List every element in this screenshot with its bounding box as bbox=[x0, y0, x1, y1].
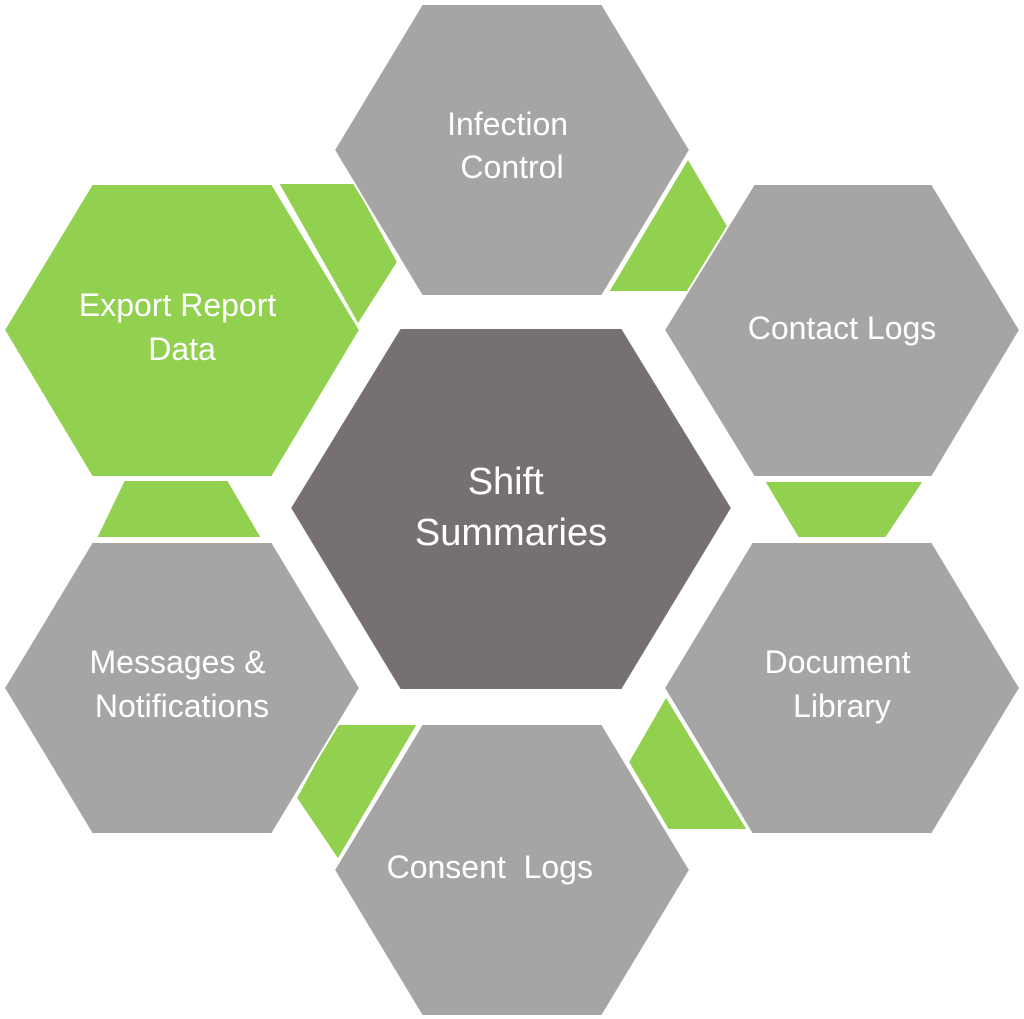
hexagon-export-report-data bbox=[3, 183, 361, 478]
label-document-library-line-1: Document bbox=[765, 644, 911, 680]
hexagon-infection-control bbox=[333, 3, 691, 297]
label-messages-notifications: Messages & Notifications bbox=[90, 644, 275, 724]
center-hexagon bbox=[289, 327, 733, 691]
connector-tab-export-infection bbox=[277, 182, 399, 326]
label-consent-logs-line-1: Consent Logs bbox=[387, 849, 593, 885]
label-infection-control: Infection Control bbox=[447, 106, 577, 185]
module-export-report-data[interactable]: Export Report Data bbox=[3, 183, 361, 478]
hexagon-document-library bbox=[663, 541, 1021, 835]
label-export-report-data: Export Report Data bbox=[79, 287, 285, 367]
label-messages-notifications-line-1: Messages & bbox=[90, 644, 266, 680]
connector-tabs bbox=[95, 157, 925, 861]
hexagon-contact-logs bbox=[663, 183, 1021, 478]
module-contact-logs[interactable]: Contact Logs bbox=[663, 183, 1021, 478]
label-export-report-data-line-1: Export Report bbox=[79, 287, 277, 323]
hexagon-messages-notifications bbox=[3, 541, 361, 835]
label-document-library-line-2: Library bbox=[793, 688, 891, 724]
connector-tab-document-consent bbox=[627, 695, 749, 831]
label-infection-control-line-2: Control bbox=[460, 149, 563, 185]
label-contact-logs-line-1: Contact Logs bbox=[748, 310, 937, 346]
label-export-report-data-line-2: Data bbox=[148, 331, 216, 367]
module-document-library[interactable]: Document Library bbox=[663, 541, 1021, 835]
center-label-line-1: Shift bbox=[468, 461, 544, 503]
center-label-line-2: Summaries bbox=[415, 512, 607, 554]
connector-tab-messages-export bbox=[95, 479, 263, 539]
module-infection-control[interactable]: Infection Control bbox=[333, 3, 691, 297]
label-document-library: Document Library bbox=[765, 644, 920, 724]
label-contact-logs: Contact Logs bbox=[748, 310, 937, 346]
center-label: Shift Summaries bbox=[415, 461, 607, 554]
module-consent-logs[interactable]: Consent Logs bbox=[0, 0, 691, 1017]
label-consent-logs: Consent Logs bbox=[0, 0, 637, 885]
label-infection-control-line-1: Infection bbox=[447, 106, 568, 142]
label-messages-notifications-line-2: Notifications bbox=[95, 688, 269, 724]
module-messages-notifications[interactable]: Messages & Notifications bbox=[3, 541, 361, 835]
hexagon-consent-logs bbox=[333, 723, 691, 1017]
connector-tab-contact-document bbox=[763, 480, 925, 539]
center-module[interactable]: Shift Summaries bbox=[289, 327, 733, 691]
